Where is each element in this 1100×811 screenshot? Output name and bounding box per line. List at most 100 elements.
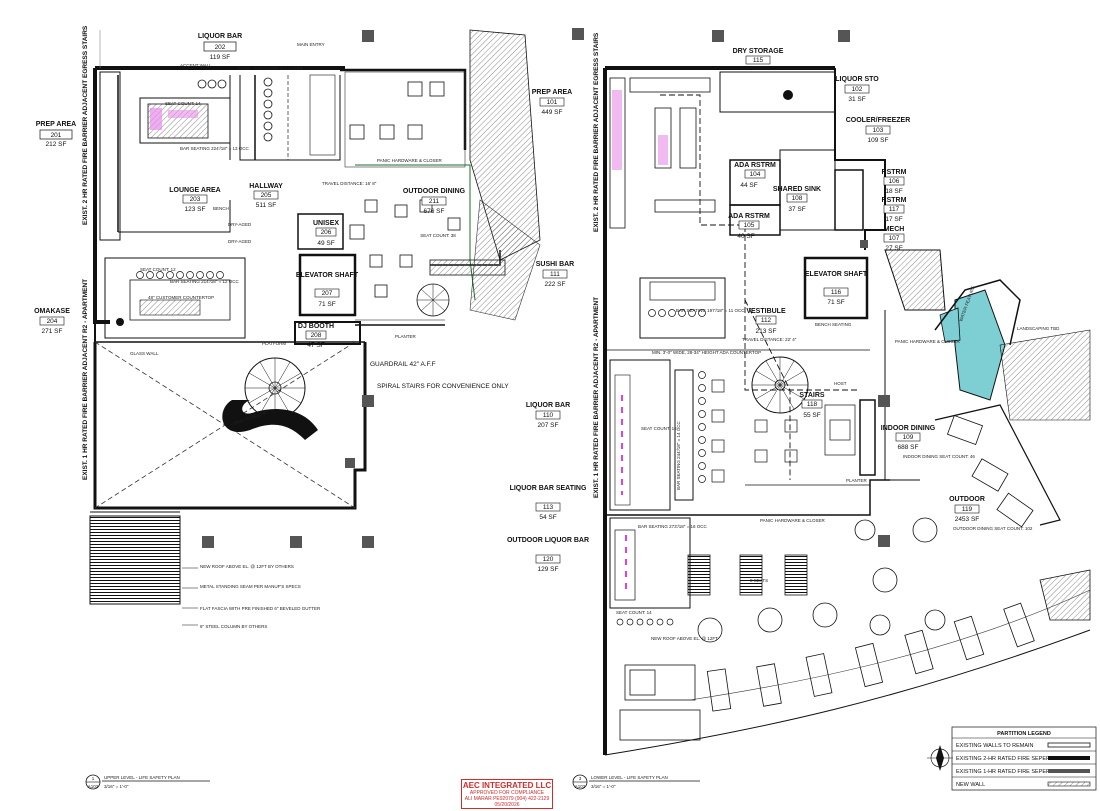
steel-column-note: 6" STEEL COLUMN BY OTHERS <box>200 624 267 629</box>
room-area: 71 SF <box>827 299 844 306</box>
room-name: INDOOR DINING <box>881 425 936 432</box>
main-entry-note: MAIN ENTRY <box>297 42 325 47</box>
upper-plan-title: UPPER LEVEL - LIFE SAFETY PLAN <box>104 775 180 780</box>
lower-level-labels: DRY STORAGE 115 PREP AREA 101 449 SF LIQ… <box>507 32 1060 641</box>
legend-item: EXISTING 2-HR RATED FIRE SEPERATION <box>956 756 1066 762</box>
seat-count: SEAT COUNT: 38 <box>420 233 456 238</box>
room-area: 676 SF <box>424 208 445 215</box>
stamp-date: 05/20/2026 <box>494 802 520 808</box>
room-name: SUSHI BAR <box>536 261 575 268</box>
room-number: 107 <box>889 235 900 242</box>
room-number: 116 <box>831 289 842 296</box>
room-number: 205 <box>261 192 272 199</box>
room-number: 115 <box>753 57 764 64</box>
room-number: 104 <box>750 171 761 178</box>
room-area: 271 SF <box>42 328 63 335</box>
room-area: 688 SF <box>898 444 919 451</box>
room-name: PREP AREA <box>532 89 572 96</box>
dry-aged-note: DRY-AGED <box>228 239 252 244</box>
room-name: LIQUOR BAR SEATING <box>510 485 587 492</box>
seat-count: SEAT COUNT: 12 <box>140 267 176 272</box>
room-number: 118 <box>807 401 818 408</box>
room-area: 449 SF <box>542 109 563 116</box>
room-number: 102 <box>852 86 863 93</box>
room-name: LIQUOR STO <box>835 76 879 83</box>
landscaping-note: LANDSCAPING TBD <box>1017 326 1060 331</box>
room-number: 206 <box>321 229 332 236</box>
room-number: 202 <box>215 44 226 51</box>
lower-plan-title: LOWER LEVEL - LIFE SAFETY PLAN <box>591 775 668 780</box>
legend-item: EXISTING WALLS TO REMAIN <box>956 743 1034 749</box>
room-name: OMAKASE <box>34 308 70 315</box>
accent-wall-note: ACCENT WALL <box>180 63 212 68</box>
sheet-number: 1 <box>92 776 95 781</box>
room-name: LIQUOR BAR <box>526 402 570 409</box>
room-name: COOLER/FREEZER <box>846 117 911 124</box>
room-number: 110 <box>543 412 554 419</box>
new-roof-note: NEW ROOF ABOVE EL. @ 12FT <box>651 636 718 641</box>
stamp-company: AEC INTEGRATED LLC <box>462 781 552 790</box>
lower-plan-scale: 3/16" = 1'-0" <box>591 784 616 789</box>
room-name: LIQUOR BAR <box>198 33 242 40</box>
room-area: 212 SF <box>46 141 67 148</box>
partition-legend: PARTITION LEGEND EXISTING WALLS TO REMAI… <box>951 726 1097 791</box>
room-area: 71 SF <box>318 301 335 308</box>
sheet-titles: 1 A102 UPPER LEVEL - LIFE SAFETY PLAN 3/… <box>85 774 700 790</box>
room-number: 109 <box>903 434 914 441</box>
upper-level-plan <box>89 29 541 605</box>
room-number: 208 <box>311 332 322 339</box>
room-number: 201 <box>51 132 62 139</box>
room-name: UNISEX <box>313 220 339 227</box>
room-number: 203 <box>190 196 201 203</box>
north-arrow-icon <box>927 745 953 771</box>
room-number: 106 <box>889 178 900 185</box>
room-area: 37 SF <box>788 206 805 213</box>
room-number: 105 <box>744 222 755 229</box>
stamp-line: APPROVED FOR COMPLIANCE <box>469 790 545 796</box>
room-name: HALLWAY <box>249 183 283 190</box>
seat-count: SEAT COUNT: 14 <box>616 610 652 615</box>
room-number: 117 <box>889 206 900 213</box>
room-area: 31 SF <box>848 96 865 103</box>
bar-seating-note: BAR SEATING 197'/18" = 11 OCC <box>676 308 745 313</box>
room-area: 55 SF <box>803 412 820 419</box>
room-name: RSTRM <box>882 169 907 176</box>
bar-seating-note: BAR SEATING 273'/18" = 16 OCC <box>638 524 708 529</box>
bench-note: BENCH <box>213 206 229 211</box>
room-area: 123 SF <box>185 206 206 213</box>
room-number: 103 <box>873 127 884 134</box>
room-area: 44 SF <box>740 182 757 189</box>
approval-stamp: AEC INTEGRATED LLC APPROVED FOR COMPLIAN… <box>461 779 553 809</box>
room-name: ELEVATOR SHAFT <box>296 272 359 279</box>
bar-seating-note: BAR SEATING 224'/18" = 13 OCC <box>180 146 250 151</box>
ada-countertop-note: MIN. 3'-0" WIDE, 28-34" HEIGHT ADA COUNT… <box>652 350 761 355</box>
legend-item: NEW WALL <box>956 782 985 788</box>
sheet-ref: A102 <box>575 784 586 789</box>
fire-barrier-note: EXIST. 1 HR RATED FIRE BARRIER ADJACENT … <box>593 297 600 498</box>
fascia-note: FLAT FASCIA WITH PRE FINISHED 6" BEVELED… <box>200 606 321 611</box>
travel-distance-note: TRAVEL DISTANCE: 16' 8" <box>322 181 377 186</box>
room-name: OUTDOOR <box>949 496 985 503</box>
glass-wall-note: GLASS WALL <box>130 351 159 356</box>
room-area: 213 SF <box>756 328 777 335</box>
room-area: 109 SF <box>868 137 889 144</box>
bench-seating-note: BENCH SEATING <box>815 322 852 327</box>
lower-level-plan <box>572 28 1091 756</box>
room-area: 47 SF <box>307 342 324 349</box>
legend-title: PARTITION LEGEND <box>997 731 1051 737</box>
new-roof-note: NEW ROOF ABOVE EL. @ 12FT BY OTHERS <box>200 564 294 569</box>
room-area: 119 SF <box>210 54 231 61</box>
room-area: 207 SF <box>538 422 559 429</box>
fire-barrier-note: EXIST. 2 HR RATED FIRE BARRIER ADJACENT … <box>82 25 89 225</box>
sheet-ref: A102 <box>88 784 99 789</box>
room-number: 108 <box>792 195 803 202</box>
bar-seating-note: BAR SEATING 214'/18" = 12 OCC <box>170 279 240 284</box>
room-area: 40 SF <box>737 233 754 240</box>
room-name: MECH <box>884 226 905 233</box>
panic-hardware-note: PANIC HARDWARE & CLOSER <box>238 66 304 71</box>
room-number: 113 <box>543 504 554 511</box>
room-name: ADA RSTRM <box>728 213 770 220</box>
room-area: 511 SF <box>256 202 277 209</box>
panic-hardware-note: PANIC HARDWARE & CLOSER <box>760 518 826 523</box>
panic-hardware-note: PANIC HARDWARE & CLOSER <box>895 339 961 344</box>
